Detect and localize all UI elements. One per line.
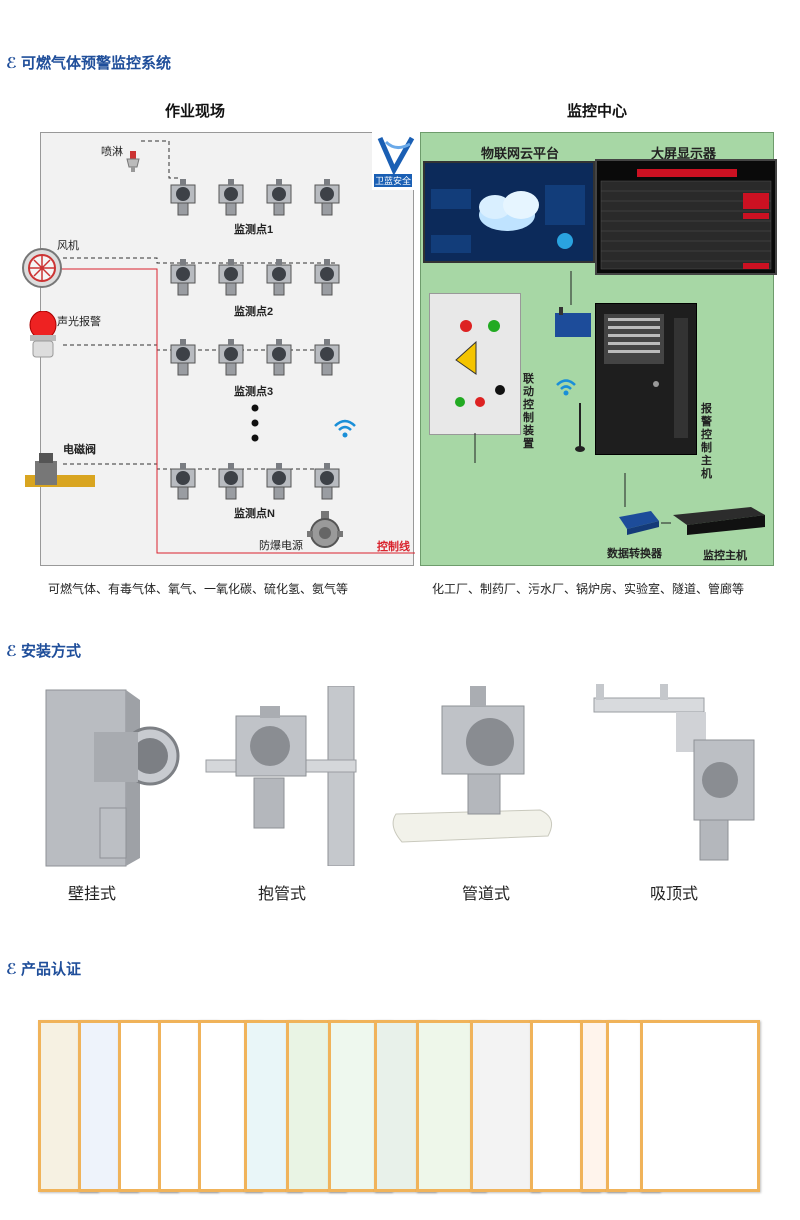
gas-detector-icon bbox=[266, 463, 292, 500]
wifi-icon bbox=[555, 377, 577, 402]
cloud-dashboard bbox=[423, 161, 595, 263]
control-line-label: 控制线 bbox=[377, 541, 410, 553]
center-panel: 物联网云平台 大屏显示器 bbox=[420, 132, 777, 566]
linkage-control-box bbox=[429, 293, 521, 435]
gateway-module-icon bbox=[551, 305, 593, 341]
install-caption-pipe-clamp: 抱管式 bbox=[257, 886, 306, 903]
fan-label: 风机 bbox=[57, 240, 79, 252]
sprinkler-label: 喷淋 bbox=[101, 146, 123, 158]
data-converter-icon bbox=[617, 507, 661, 537]
field-title: 作业现场 bbox=[165, 103, 226, 120]
brand-logo: 卫蓝安全 bbox=[372, 132, 420, 190]
alarm-control-host bbox=[595, 303, 697, 455]
gas-detector-icon bbox=[314, 463, 340, 500]
sprinkler-icon bbox=[125, 151, 141, 178]
gas-detector-icon bbox=[170, 259, 196, 296]
wall-mount-illustration bbox=[40, 688, 180, 873]
point-label-1: 监测点1 bbox=[234, 224, 274, 236]
gas-detector-icon bbox=[218, 339, 244, 376]
valve-icon bbox=[25, 451, 95, 498]
gas-detector-icon bbox=[218, 179, 244, 216]
gas-detector-icon bbox=[314, 259, 340, 296]
certificate-image bbox=[640, 1020, 760, 1192]
point-label-n: 监测点N bbox=[234, 508, 275, 520]
ellipsis-dot bbox=[251, 434, 259, 442]
cloud-platform-label: 物联网云平台 bbox=[481, 146, 560, 161]
gas-detector-icon bbox=[266, 259, 292, 296]
bullet-icon: ℰ bbox=[6, 55, 17, 72]
monitoring-host-icon bbox=[669, 501, 767, 537]
ceiling-mount-illustration bbox=[590, 684, 770, 869]
brand-logo-text: 卫蓝安全 bbox=[374, 174, 413, 187]
point-label-2: 监测点2 bbox=[234, 306, 274, 318]
ellipsis-dot bbox=[251, 419, 259, 427]
field-panel: 喷淋 风机 声光报警 电磁阀 监测点1 监测点2 监测点3 监测点N 防爆电源 … bbox=[22, 132, 415, 566]
linkage-label: 联动控制装置 bbox=[523, 373, 534, 450]
pipe-clamp-illustration bbox=[200, 685, 360, 871]
power-label: 防爆电源 bbox=[259, 540, 303, 552]
alarm-label: 声光报警 bbox=[57, 316, 101, 328]
gas-detector-icon bbox=[266, 339, 292, 376]
center-caption: 化工厂、制药厂、污水厂、锅炉房、实验室、隧道、管廊等 bbox=[432, 582, 745, 596]
gas-detector-icon bbox=[314, 179, 340, 216]
certificate-image bbox=[470, 1020, 540, 1192]
gas-detector-icon bbox=[170, 339, 196, 376]
host-label: 监控主机 bbox=[703, 550, 747, 562]
gas-detector-icon bbox=[218, 463, 244, 500]
gas-detector-icon bbox=[218, 259, 244, 296]
install-caption-pipeline: 管道式 bbox=[461, 886, 510, 903]
ellipsis-dot bbox=[251, 404, 259, 412]
gas-detector-icon bbox=[170, 463, 196, 500]
alarm-host-label: 报警控制主机 bbox=[701, 403, 712, 480]
wifi-icon bbox=[333, 418, 357, 445]
install-caption-wall: 壁挂式 bbox=[67, 886, 116, 903]
field-diagram bbox=[61, 140, 415, 554]
gas-detector-icon bbox=[314, 339, 340, 376]
big-screen-display bbox=[595, 159, 777, 275]
fan-icon bbox=[21, 247, 63, 294]
big-screen-label: 大屏显示器 bbox=[651, 146, 717, 161]
install-caption-ceiling: 吸顶式 bbox=[649, 886, 698, 903]
gas-detector-icon bbox=[170, 179, 196, 216]
valve-label: 电磁阀 bbox=[63, 444, 96, 456]
point-label-3: 监测点3 bbox=[234, 386, 274, 398]
converter-label: 数据转换器 bbox=[607, 548, 662, 560]
center-title: 监控中心 bbox=[567, 103, 628, 120]
pipeline-illustration bbox=[390, 686, 570, 871]
antenna-icon bbox=[575, 403, 585, 458]
alarm-icon bbox=[25, 310, 61, 366]
power-supply-icon bbox=[307, 511, 347, 556]
bullet-icon: ℰ bbox=[6, 961, 17, 978]
bullet-icon: ℰ bbox=[6, 643, 17, 660]
field-caption: 可燃气体、有毒气体、氧气、一氧化碳、硫化氢、氨气等 bbox=[48, 582, 349, 596]
gas-detector-icon bbox=[266, 179, 292, 216]
